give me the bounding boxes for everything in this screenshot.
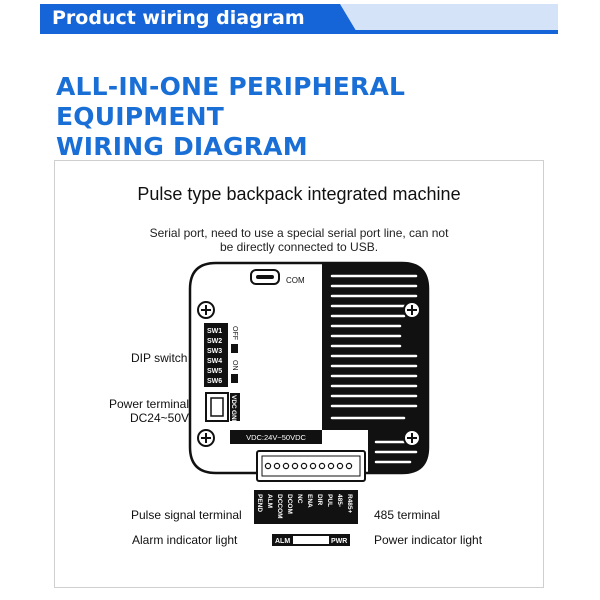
label-power-terminal: Power terminal DC24~50V [94,397,189,425]
dip-sw5: SW5 [207,368,222,375]
label-power-terminal-voltage: DC24~50V [129,411,189,425]
connector-pins [264,462,353,470]
label-485-terminal: 485 terminal [374,508,441,522]
heatsink-fins [330,274,418,464]
diagram-frame [54,160,544,588]
pin-label-block [254,490,358,524]
pin-dir: DIR [316,494,323,506]
label-alarm-light: Alarm indicator light [132,533,238,547]
vdc-strip [230,430,322,444]
pin-dccom: DCCOM [276,494,283,519]
serial-port-note: Serial port, need to use a special seria… [54,226,544,254]
dip-on-indicator [231,374,238,383]
pin-r485-plus: R485+ [346,494,353,514]
dip-on-label: ON [231,360,238,371]
com-label: COM [286,276,305,285]
power-pin-gnd: GND [230,410,237,425]
pin-485-minus: 485- [336,494,343,507]
page-heading: ALL-IN-ONE PERIPHERAL EQUIPMENT WIRING D… [56,72,556,162]
pin-dcom: DCOM [286,494,293,514]
dip-sw1: SW1 [207,328,222,335]
label-power-light: Power indicator light [374,533,483,547]
dip-sw4: SW4 [207,358,222,365]
dip-switch-block [204,323,228,387]
dip-off-label: OFF [231,326,238,340]
heading-line-1: ALL-IN-ONE PERIPHERAL EQUIPMENT [56,72,406,131]
label-power-terminal-title: Power terminal [108,397,189,411]
pin-pend: PEND [256,494,263,512]
banner-title: Product wiring diagram [52,7,305,29]
label-pulse-terminal: Pulse signal terminal [131,508,242,522]
vdc-label: VDC:24V~50VDC [246,433,306,442]
pin-ena: ENA [306,494,313,508]
banner-background [40,4,558,34]
label-dip-switch: DIP switch [131,351,188,365]
section-banner: Product wiring diagram [40,4,558,34]
dip-sw6: SW6 [207,378,222,385]
pin-pul: PUL [326,494,333,507]
dip-off-indicator [231,344,238,353]
pin-nc: NC [296,494,303,504]
note-line-1: Serial port, need to use a special seria… [149,226,449,240]
diagram-title: Pulse type backpack integrated machine [137,184,461,204]
heading-line-2: WIRING DIAGRAM [56,132,308,161]
alm-tag: ALM [275,538,290,545]
pin-alm: ALM [266,494,273,508]
dip-sw3: SW3 [207,348,222,355]
dip-sw2: SW2 [207,338,222,345]
note-line-2: be directly connected to USB. [219,240,379,254]
pwr-tag: PWR [331,538,347,545]
power-pin-vdc: VDC [230,395,237,409]
